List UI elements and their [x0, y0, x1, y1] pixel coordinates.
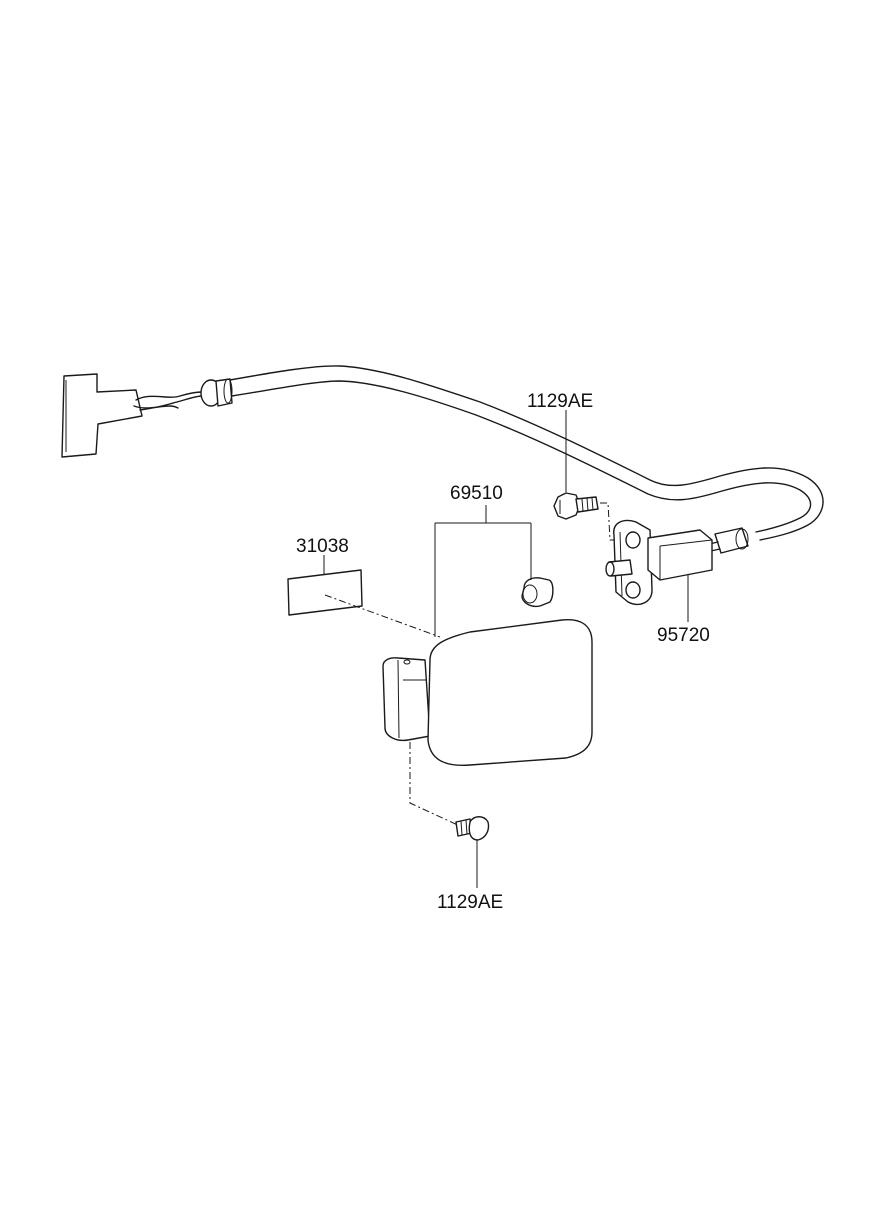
part-label-cable-bolt[interactable]: 1129AE: [527, 391, 593, 412]
rubber-bumper-icon: [521, 577, 554, 608]
label-plate-icon: [287, 569, 363, 616]
part-label-label-plate[interactable]: 31038: [296, 536, 349, 557]
cable-connector-icon: [61, 373, 143, 458]
latch-actuator-icon: [605, 519, 713, 606]
fuel-door-icon: [382, 619, 593, 767]
part-label-fuel-door[interactable]: 69510: [450, 483, 503, 504]
part-label-door-bolt[interactable]: 1129AE: [437, 892, 503, 913]
release-cable-icon: [61, 365, 824, 554]
part-label-latch-actuator[interactable]: 95720: [657, 625, 710, 646]
bolt-icon: [455, 816, 490, 841]
bolt-icon: [553, 492, 599, 520]
